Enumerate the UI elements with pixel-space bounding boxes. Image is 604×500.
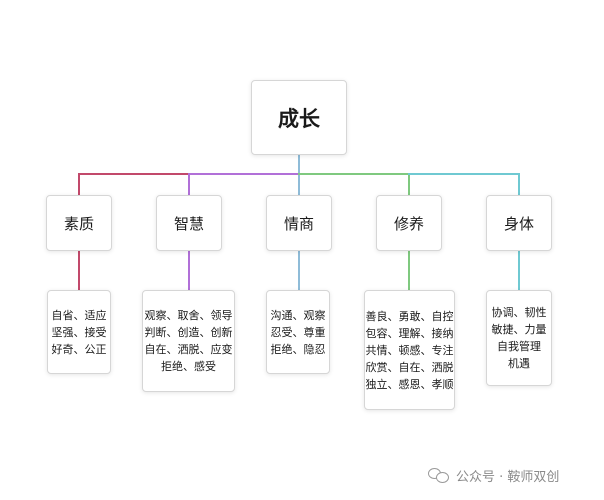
category-node-suzhi: 素质 bbox=[46, 195, 112, 251]
leaf-item: 机遇 bbox=[508, 357, 530, 370]
leaf-item: 拒绝、隐忍 bbox=[270, 342, 326, 356]
category-label: 智慧 bbox=[173, 214, 204, 233]
leaf-item: 自在、洒脱、应变 bbox=[144, 343, 233, 356]
leaf-node-qingshang: 沟通、观察 忍受、尊重 拒绝、隐忍 bbox=[266, 290, 330, 374]
category-node-xiuyang: 修养 bbox=[376, 195, 442, 251]
leaf-node-shenti: 协调、韧性 敏捷、力量 自我管理 机遇 bbox=[486, 290, 552, 386]
category-label: 素质 bbox=[63, 214, 94, 233]
category-label: 修养 bbox=[393, 214, 424, 233]
leaf-item: 包容、理解、接纳 bbox=[365, 326, 454, 340]
root-node: 成长 bbox=[251, 80, 347, 155]
leaf-item: 共情、顿感、专注 bbox=[365, 343, 454, 357]
leaf-item: 欣赏、自在、洒脱 bbox=[365, 360, 454, 374]
leaf-item: 坚强、接受 bbox=[51, 325, 107, 339]
leaf-item: 独立、感恩、孝顺 bbox=[365, 377, 454, 391]
category-node-qingshang: 情商 bbox=[266, 195, 332, 251]
category-node-shenti: 身体 bbox=[486, 195, 552, 251]
leaf-item: 忍受、尊重 bbox=[270, 325, 326, 339]
category-label: 情商 bbox=[283, 214, 314, 233]
category-node-zhihui: 智慧 bbox=[156, 195, 222, 251]
leaf-node-xiuyang: 善良、勇敢、自控 包容、理解、接纳 共情、顿感、专注 欣赏、自在、洒脱 独立、感… bbox=[364, 290, 455, 410]
leaf-item: 敏捷、力量 bbox=[491, 323, 547, 336]
leaf-item: 善良、勇敢、自控 bbox=[365, 309, 454, 323]
leaf-item: 拒绝、感受 bbox=[161, 360, 216, 373]
leaf-item: 协调、韧性 bbox=[491, 306, 547, 319]
leaf-item: 观察、取舍、领导 bbox=[144, 309, 233, 322]
watermark-text: 公众号 · 鞍师双创 bbox=[456, 469, 560, 485]
leaf-node-suzhi: 自省、适应 坚强、接受 好奇、公正 bbox=[47, 290, 111, 374]
watermark: 公众号 · 鞍师双创 bbox=[428, 463, 559, 487]
leaf-item: 沟通、观察 bbox=[270, 308, 326, 322]
leaf-item: 自我管理 bbox=[497, 340, 541, 353]
root-label: 成长 bbox=[278, 106, 320, 131]
wechat-icon bbox=[428, 466, 450, 484]
leaf-node-zhihui: 观察、取舍、领导 判断、创造、创新 自在、洒脱、应变 拒绝、感受 bbox=[142, 290, 235, 392]
leaf-item: 判断、创造、创新 bbox=[144, 326, 233, 339]
leaf-item: 好奇、公正 bbox=[51, 342, 107, 356]
leaf-item: 自省、适应 bbox=[51, 308, 107, 322]
category-label: 身体 bbox=[503, 214, 534, 233]
